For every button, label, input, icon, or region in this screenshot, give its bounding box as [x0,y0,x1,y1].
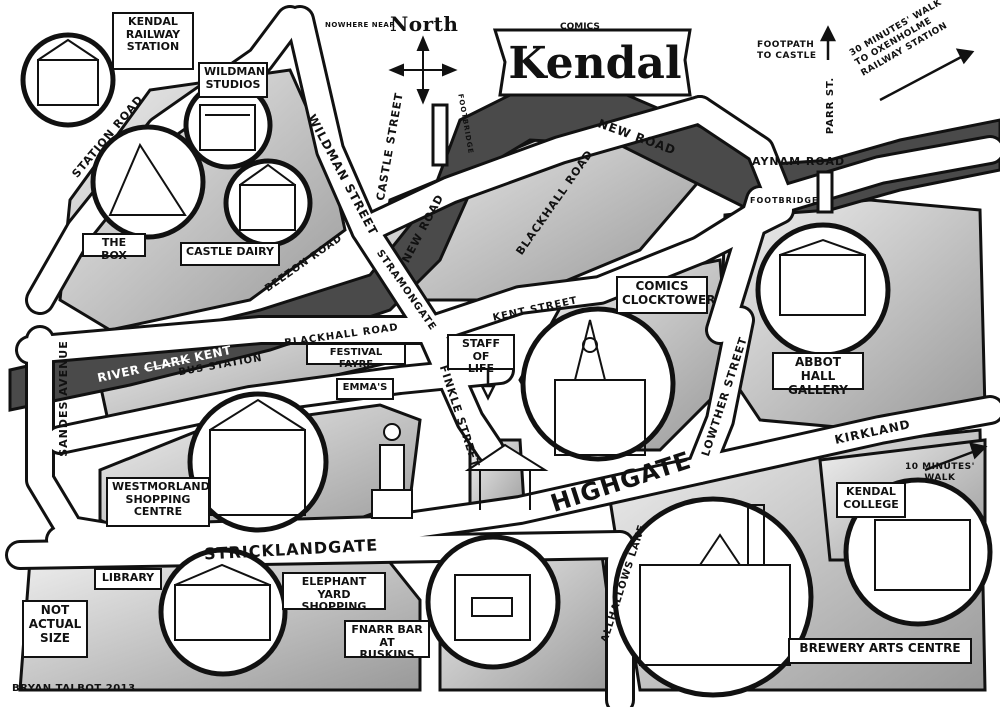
street-sandes-avenue: SANDES AVENUE [56,340,70,457]
roads [5,5,1000,707]
label-library[interactable]: LIBRARY [94,568,162,590]
label-emmas[interactable]: EMMA'S [336,378,394,400]
building-sketches [37,38,971,666]
vignettes [20,32,993,698]
compass-north: North [390,12,459,36]
compass-prefix: NOWHERE NEAR [325,21,396,29]
page-title: Kendal [508,38,682,89]
label-the-box[interactable]: THE BOX [82,233,146,262]
direction-ten-minutes: 10 MINUTES'WALK [905,462,975,483]
artist-credit: BRYAN TALBOT 2013 [12,683,136,694]
direction-arrows [479,25,988,472]
street-aynam-road: AYNAM ROAD [752,155,846,168]
label-brewery-arts-centre[interactable]: BREWERY ARTS CENTRE [788,638,972,664]
monuments [371,423,549,519]
street-footbridge-right: FOOTBRIDGE [750,196,819,205]
footbridges [431,103,834,214]
street-parr-st: PARR ST. [825,76,837,135]
label-castle-dairy[interactable]: CASTLE DAIRY [180,242,280,266]
title-subtitle: COMICS [560,22,600,32]
label-festival-fayre[interactable]: FESTIVAL FAYRE [306,343,406,370]
title-banner [492,28,692,97]
compass-rose-icon [388,35,458,105]
